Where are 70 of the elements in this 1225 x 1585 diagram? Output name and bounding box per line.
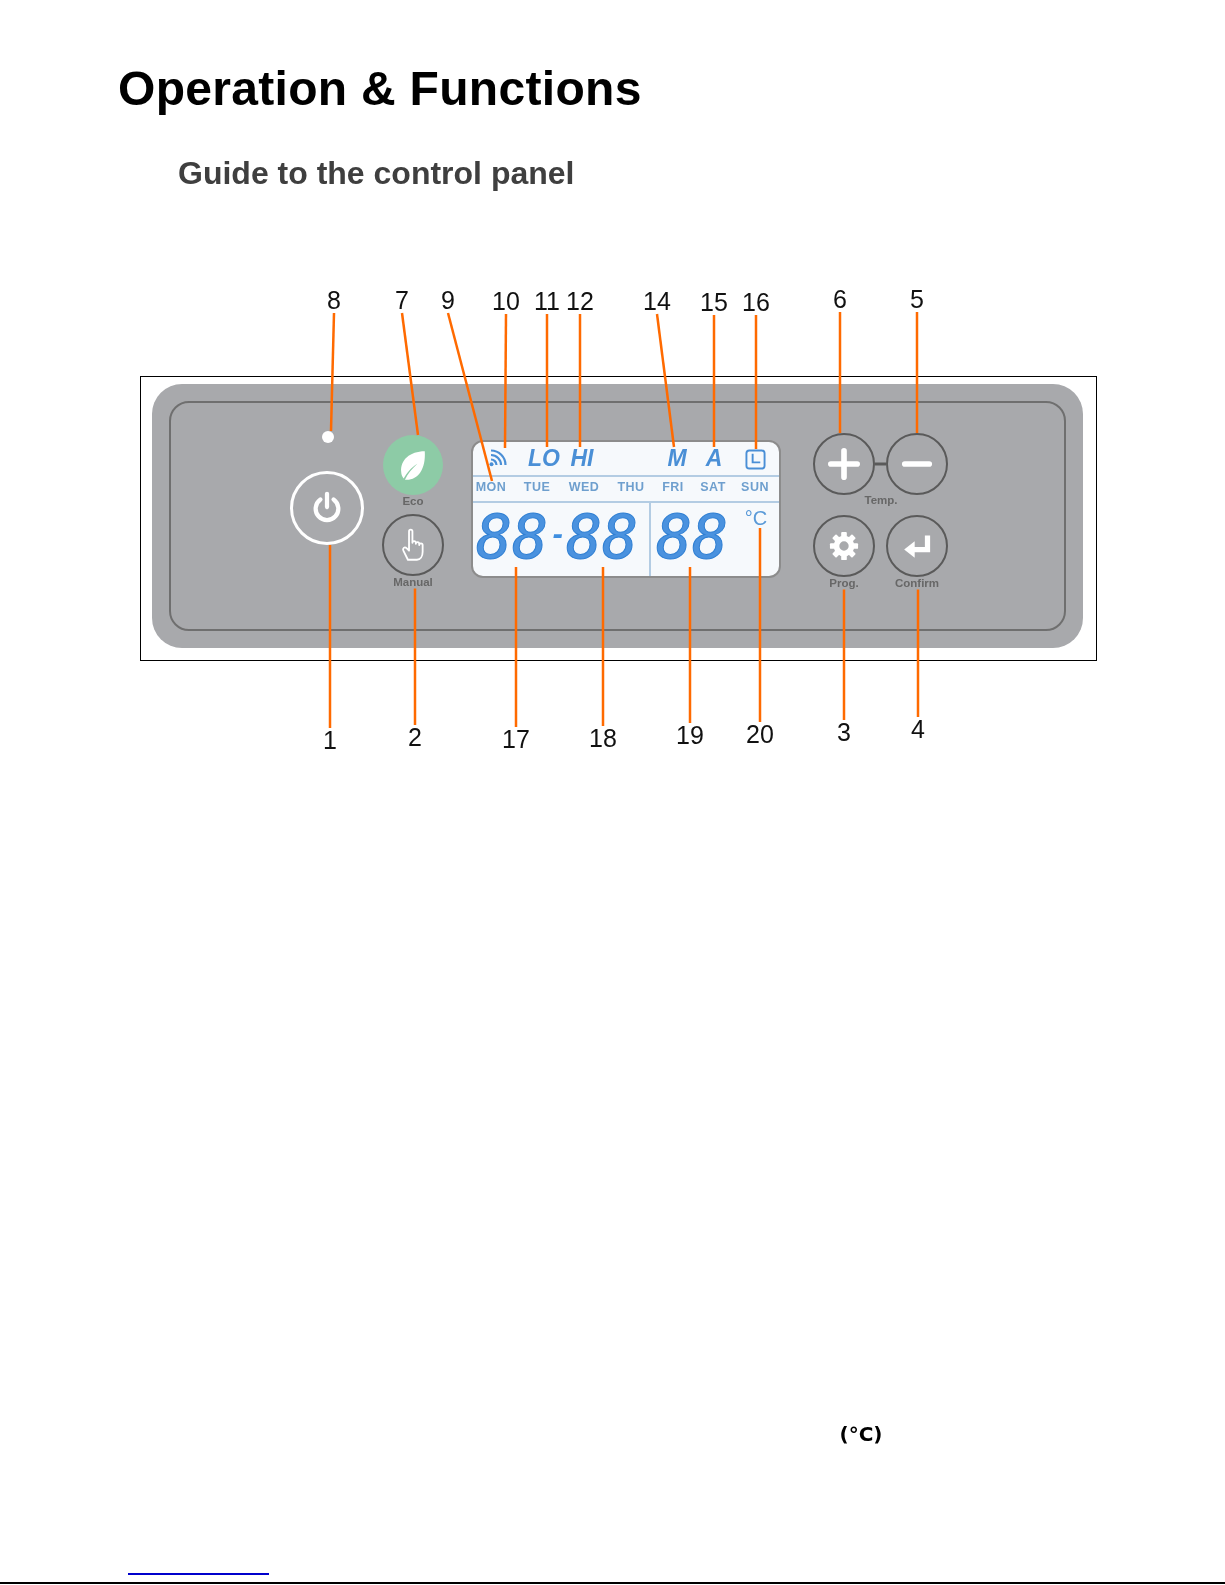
leader-line — [842, 589, 846, 720]
unit-symbol: °C — [744, 508, 768, 528]
connector-bar — [875, 462, 886, 466]
callout-number: 15 — [700, 290, 728, 315]
mode-indicator: A — [705, 447, 723, 470]
callout-number: 8 — [327, 288, 341, 313]
indicator-light — [322, 431, 334, 443]
plus-button — [813, 433, 875, 495]
callout-number: 12 — [566, 289, 594, 314]
day-label: THU — [617, 481, 645, 494]
callout-number: 3 — [837, 720, 851, 745]
mode-indicator: M — [667, 447, 687, 470]
button-label: Eco — [402, 496, 424, 508]
time-digits: 88 — [566, 507, 639, 567]
digit-separator: - — [550, 522, 566, 548]
leader-line — [329, 312, 336, 432]
button-label: Confirm — [894, 578, 940, 590]
callout-number: 19 — [676, 723, 704, 748]
button-label: Manual — [393, 577, 433, 589]
unit-note: (°C) — [839, 1424, 883, 1444]
day-label: WED — [568, 481, 600, 494]
temperature-digits: 88 — [656, 507, 729, 567]
leader-line — [838, 312, 842, 433]
callout-number: 4 — [911, 717, 925, 742]
leader-line — [916, 589, 920, 717]
button-label: Prog. — [829, 578, 859, 590]
leader-line — [578, 314, 582, 447]
signal-icon — [488, 448, 508, 467]
leader-line — [514, 567, 518, 727]
callout-number: 16 — [742, 290, 770, 315]
power-button — [290, 471, 364, 545]
callout-number: 17 — [502, 727, 530, 752]
leader-line — [328, 545, 332, 728]
day-label: FRI — [662, 481, 684, 494]
day-label: TUE — [523, 481, 551, 494]
time-digits: 88 — [476, 507, 549, 567]
callout-number: 9 — [441, 288, 455, 313]
day-label: MON — [475, 481, 507, 494]
leader-line — [545, 314, 549, 447]
leader-line — [758, 528, 762, 722]
callout-number: 18 — [589, 726, 617, 751]
callout-number: 5 — [910, 287, 924, 312]
callout-number: 1 — [323, 728, 337, 753]
page-title: Operation & Functions — [118, 65, 642, 113]
callout-number: 11 — [534, 289, 560, 314]
leader-line — [413, 588, 417, 725]
callout-number: 2 — [408, 725, 422, 750]
leader-line — [601, 567, 605, 726]
callout-number: 20 — [746, 722, 774, 747]
leader-line — [400, 312, 420, 436]
lcd-display — [471, 440, 781, 578]
callout-number: 10 — [492, 289, 520, 314]
day-label: SAT — [700, 481, 726, 494]
section-heading: Guide to the control panel — [178, 156, 575, 192]
callout-number: 14 — [643, 289, 671, 314]
mode-indicator: LO — [528, 447, 560, 470]
leader-line — [503, 314, 508, 448]
leader-line — [446, 312, 494, 482]
leader-line — [655, 313, 676, 448]
minus-button — [886, 433, 948, 495]
leader-line — [712, 315, 716, 447]
callout-number: 6 — [833, 287, 847, 312]
mode-indicator: HI — [570, 447, 594, 470]
clock-icon — [745, 449, 766, 470]
leader-line — [688, 567, 692, 723]
leader-line — [754, 315, 758, 449]
day-label: SUN — [741, 481, 769, 494]
button-group-label: Temp. — [864, 495, 898, 507]
leader-line — [915, 312, 919, 433]
callout-number: 7 — [395, 288, 409, 313]
